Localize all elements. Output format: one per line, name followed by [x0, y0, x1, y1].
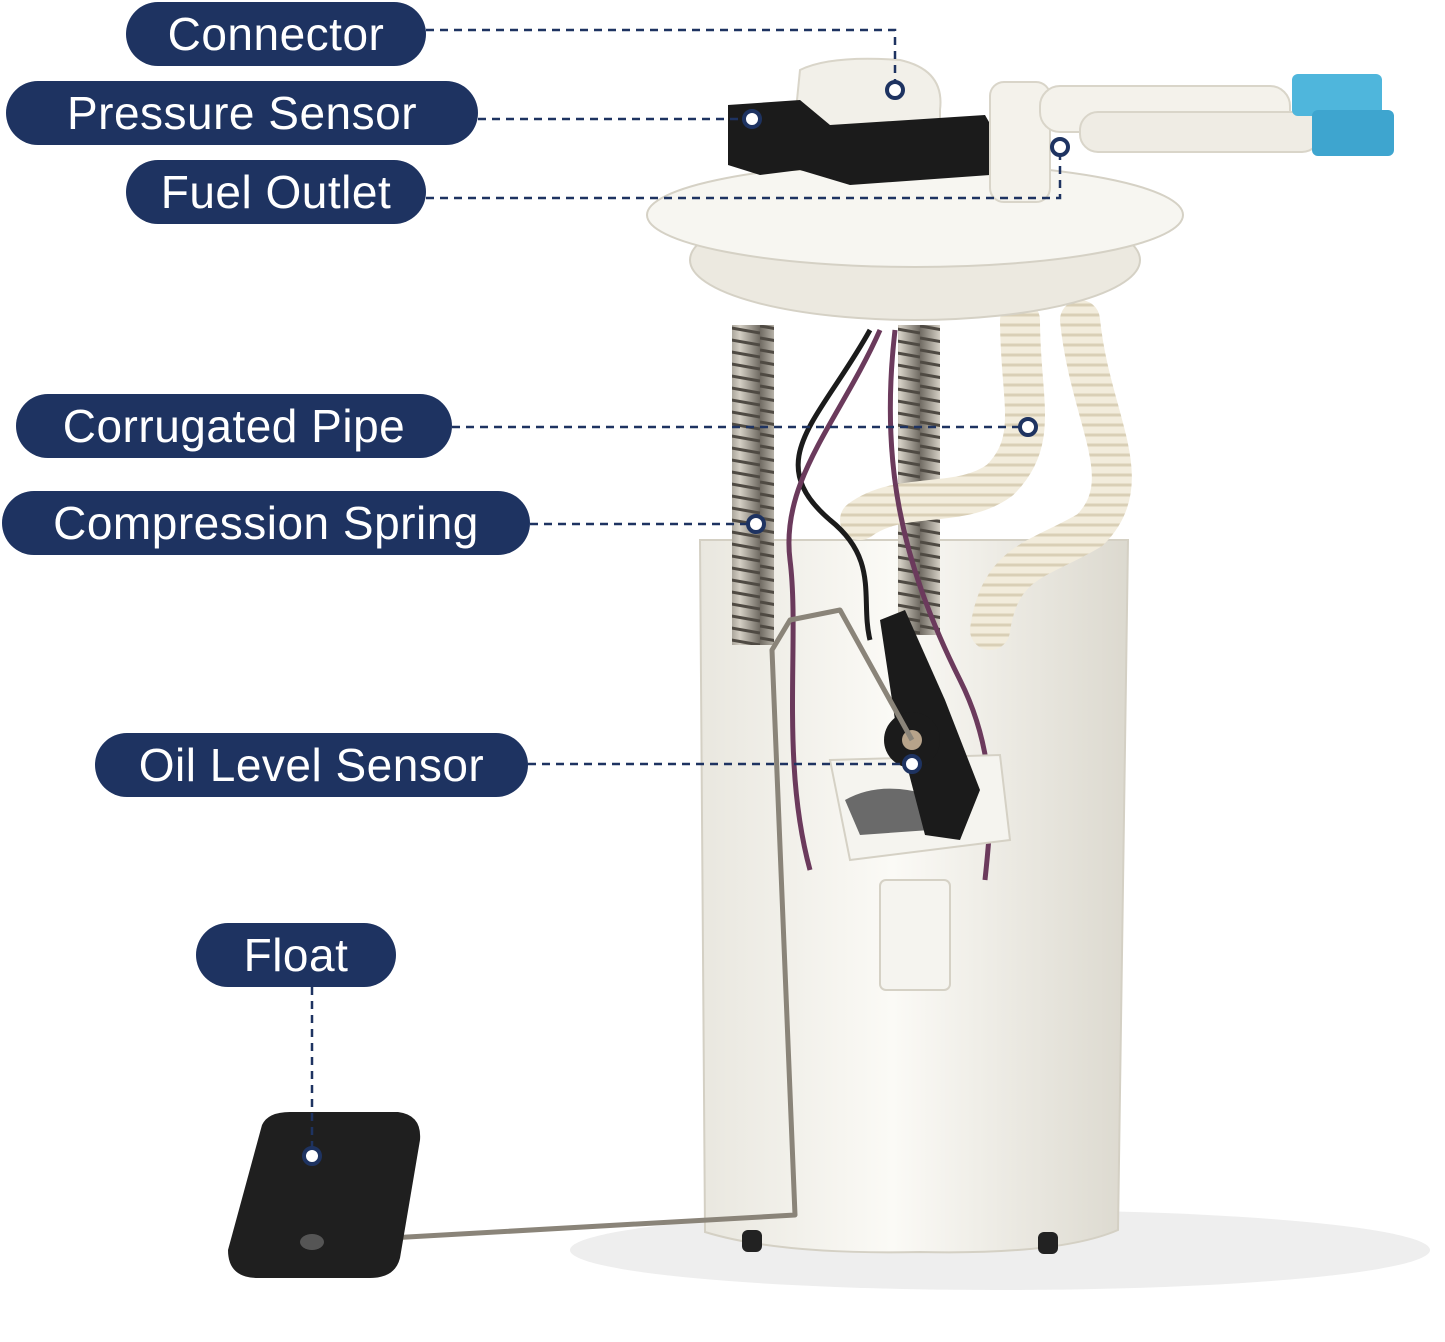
label-fuel-outlet: Fuel Outlet — [126, 160, 426, 224]
fuel-outlet-fitting-bottom — [1312, 110, 1394, 156]
corrugated-pipe — [840, 300, 1045, 540]
dot-connector — [885, 80, 905, 100]
label-oil-level-sensor: Oil Level Sensor — [95, 733, 528, 797]
float-rod — [319, 607, 915, 1245]
label-corrugated-pipe: Corrugated Pipe — [16, 394, 452, 458]
dot-corrugated-pipe — [1018, 417, 1038, 437]
sender-connector — [879, 879, 951, 991]
compression-spring-left — [732, 325, 774, 645]
wire-purple-1 — [786, 328, 883, 871]
float-body — [228, 1112, 421, 1278]
fuel-outlet-pipe-2 — [1079, 111, 1321, 153]
leader-lines — [310, 28, 1062, 1156]
label-float: Float — [196, 923, 396, 987]
dot-float — [302, 1146, 322, 1166]
leader-fuel-outlet — [426, 147, 1062, 200]
corrugated-pipe-2 — [970, 300, 1132, 650]
target-dots — [302, 80, 1070, 1166]
fuel-outlet-stem — [989, 81, 1051, 203]
dot-fuel-outlet — [1050, 137, 1070, 157]
reservoir-foot-left — [742, 1230, 762, 1252]
fuel-outlet-fitting-top — [1292, 74, 1382, 116]
dot-pressure-sensor — [742, 109, 762, 129]
reservoir-foot-right — [1038, 1232, 1058, 1254]
leader-connector — [426, 28, 897, 90]
dot-oil-level-sensor — [902, 754, 922, 774]
label-compression-spring: Compression Spring — [2, 491, 530, 555]
wire-black — [795, 328, 873, 641]
float-rod-hole — [300, 1234, 324, 1250]
dot-compression-spring — [746, 514, 766, 534]
sender-resistor — [845, 788, 930, 835]
label-pressure-sensor: Pressure Sensor — [6, 81, 478, 145]
label-connector: Connector — [126, 2, 426, 66]
pressure-sensor-body — [728, 100, 1005, 185]
